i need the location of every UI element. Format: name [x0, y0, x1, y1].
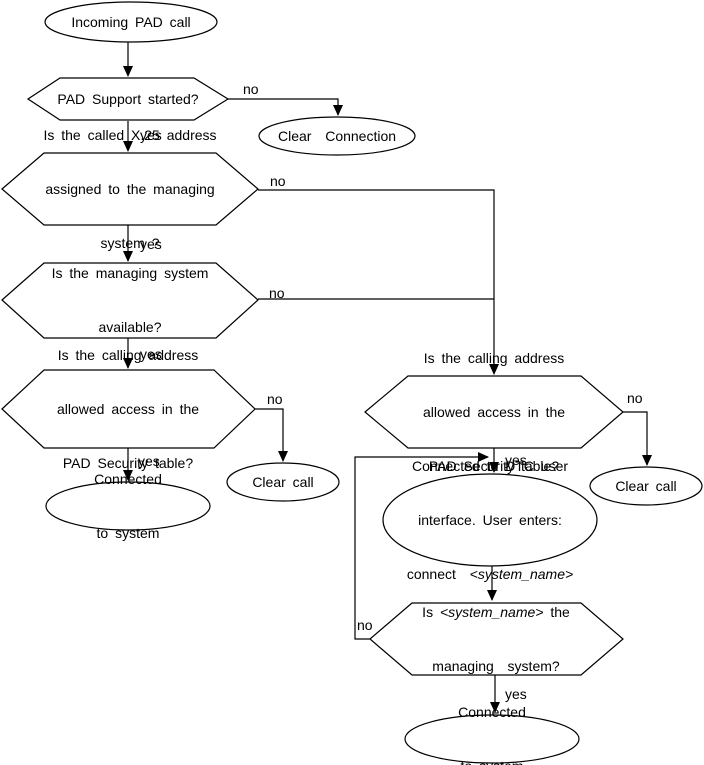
node-dtc-line3: connect <system_name> — [407, 565, 573, 583]
node-dtc-line2: interface. User enters: — [418, 512, 562, 528]
shape-clear-call-right-ellipse — [589, 466, 703, 506]
edge-label-no-system-check: no — [357, 617, 373, 633]
node-connected-right-line2: to system — [458, 757, 526, 765]
node-dtc-line1: Connected to DTC user — [411, 458, 569, 474]
shape-system-check-hexagon — [369, 602, 624, 676]
dtc-connect-command: connect — [406, 566, 470, 582]
shape-connected-right-ellipse — [404, 714, 580, 764]
node-x25-line1: Is the called X.25 address — [43, 127, 217, 143]
node-calling-left-line3: PAD Security table? — [62, 455, 194, 471]
node-calling-address-check-left: Is the calling address allowed access in… — [57, 310, 199, 508]
node-x25-line3: system ? — [100, 235, 160, 251]
node-system-name-check: Is <system_name> the managing system? — [422, 567, 570, 711]
shape-dtc-ellipse — [382, 473, 598, 567]
shape-calling-right-hexagon — [364, 375, 624, 449]
shape-x25-hexagon — [1, 152, 259, 226]
node-calling-left-line1: Is the calling address — [57, 347, 199, 363]
node-calling-address-check-right: Is the calling address allowed access in… — [423, 313, 565, 511]
node-clear-call-right-text: Clear call — [615, 478, 677, 494]
node-clear-connection-text: Clear Connection — [277, 128, 397, 144]
shape-connected-left-ellipse — [45, 481, 211, 531]
node-system-check-line1: Is <system_name> the — [422, 603, 570, 621]
node-calling-right-line1: Is the calling address — [423, 350, 565, 366]
node-managing-available-check: Is the managing system available? — [52, 228, 209, 372]
node-dtc-user-interface: Connected to DTC user interface. User en… — [407, 421, 573, 619]
edge-label-no-x25: no — [270, 173, 286, 189]
edge-label-yes-system-check: yes — [505, 686, 527, 702]
shape-calling-left-hexagon — [1, 369, 256, 449]
node-connected-left-line1: Connected — [94, 471, 162, 487]
node-clear-call-right: Clear call — [615, 441, 676, 531]
edge-label-yes-pad-support: yes — [140, 127, 162, 143]
node-managing-line1: Is the managing system — [51, 265, 209, 281]
node-connected-left-line2: to system — [96, 525, 160, 541]
node-pad-support-text: PAD Support started? — [57, 91, 199, 107]
edge-label-yes-calling-right: yes — [505, 452, 527, 468]
shape-incoming-ellipse — [44, 1, 218, 43]
edge-label-no-calling-right: no — [627, 390, 643, 406]
edge-label-no-calling-left: no — [267, 391, 283, 407]
dtc-system-name-variable: <system_name> — [469, 566, 574, 582]
system-check-is: Is — [422, 604, 440, 620]
edge-label-yes-x25: yes — [140, 236, 162, 252]
node-connected-right-line1: Connected — [458, 704, 526, 720]
node-clear-call-left: Clear call — [252, 437, 313, 527]
node-x25-address-check: Is the called X.25 address assigned to t… — [43, 90, 216, 288]
node-connected-to-system-right: Connected to system — [458, 667, 526, 765]
node-system-check-line2: managing system? — [432, 658, 560, 674]
node-incoming-pad-call: Incoming PAD call — [71, 0, 190, 67]
node-clear-call-left-text: Clear call — [252, 474, 314, 490]
node-incoming-text: Incoming PAD call — [71, 14, 191, 30]
edge-x25-no-to-calling-right — [258, 189, 499, 375]
node-connected-to-system-left: Connected to system — [94, 434, 162, 578]
shape-pad-support-hexagon — [26, 77, 230, 121]
edge-calling-left-no-to-clear-call — [255, 408, 288, 462]
edge-pad-support-no-to-clear-connection — [228, 98, 343, 116]
edge-label-yes-calling-left: yes — [138, 453, 160, 469]
node-calling-right-line3: PAD Security table? — [428, 458, 560, 474]
node-managing-line2: available? — [98, 319, 162, 335]
node-clear-connection: Clear Connection — [278, 91, 396, 181]
shape-clear-call-left-ellipse — [226, 462, 340, 502]
node-calling-left-line2: allowed access in the — [56, 401, 200, 417]
shape-clear-connection-ellipse — [258, 116, 416, 156]
shape-managing-hexagon — [1, 262, 259, 339]
edge-label-no-managing: no — [269, 285, 285, 301]
edge-calling-right-no-to-clear-call — [623, 411, 652, 466]
node-x25-line2: assigned to the managing — [45, 181, 215, 197]
node-calling-right-line2: allowed access in the — [422, 404, 566, 420]
system-check-the: the — [543, 604, 570, 620]
edge-label-yes-managing: yes — [140, 346, 162, 362]
edge-system-check-no-loop — [354, 452, 489, 640]
edge-label-no-pad-support: no — [243, 81, 259, 97]
system-check-variable: <system_name> — [439, 604, 544, 620]
node-pad-support-started: PAD Support started? — [57, 54, 198, 144]
